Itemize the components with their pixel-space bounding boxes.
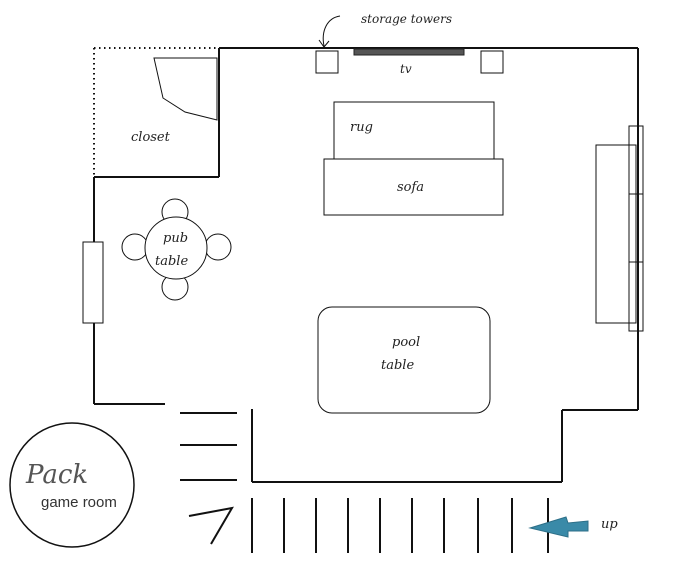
stair-turn	[188, 506, 234, 545]
logo-subtitle: game room	[41, 494, 117, 511]
pub-table-group	[121, 198, 232, 301]
logo-badge: Pack game room	[9, 422, 135, 548]
rug	[333, 101, 495, 165]
logo-script: Pack	[25, 460, 88, 490]
sofa	[323, 158, 504, 216]
up-label: up	[601, 517, 618, 532]
up-arrow-icon	[528, 516, 589, 538]
logo-circle	[9, 422, 135, 548]
left-window	[82, 241, 104, 324]
storage-tower-right	[480, 50, 504, 74]
sofa-label: sofa	[397, 180, 424, 195]
pub-table	[144, 216, 208, 280]
stool-right	[204, 233, 232, 261]
right-windows	[595, 125, 644, 332]
storage-tower-left	[315, 50, 339, 74]
pub-table-label-line2: table	[155, 254, 188, 269]
tv-label: tv	[400, 62, 412, 76]
pub-table-label-line1: pub	[163, 231, 188, 246]
closet-door-swing	[153, 57, 218, 121]
rug-label: rug	[350, 120, 373, 135]
storage-towers-label: storage towers	[361, 12, 452, 26]
left-stairs	[180, 412, 237, 545]
stool-left	[121, 233, 149, 261]
bottom-stairs	[251, 498, 549, 553]
pool-table-label-line1: pool	[392, 335, 420, 350]
right-sofa	[595, 144, 637, 324]
closet-label: closet	[131, 130, 171, 145]
storage-pointer-arrow	[318, 15, 341, 48]
closet-dotted-outline	[93, 47, 219, 177]
pool-table	[317, 306, 491, 414]
right-window	[628, 125, 644, 332]
pool-table-label-line2: table	[381, 358, 414, 373]
tv-unit	[353, 48, 465, 56]
